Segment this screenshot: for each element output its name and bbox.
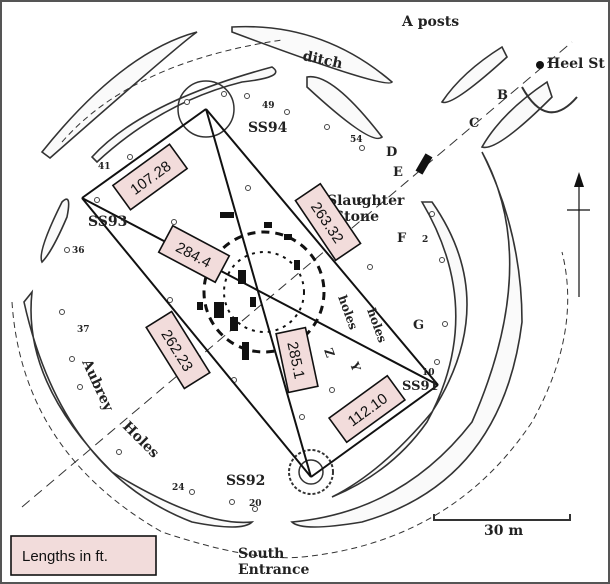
aubrey-holes [59,91,448,512]
axis-line [21,41,573,508]
scale-bar [433,514,571,521]
label-g: G [413,318,424,333]
hole-20: 20 [249,499,262,509]
heel-stone-ditch [521,86,578,114]
label-d: D [386,145,397,160]
hole-2: 2 [422,235,428,245]
label-b: B [497,88,508,103]
earthwork-banks [11,25,569,559]
z-label: Z [321,346,337,359]
y-label: Y [347,359,364,373]
sarsen-stones [197,61,544,360]
measurement-262: 262.23 [145,310,211,390]
aubrey-label: Aubrey [78,356,117,415]
north-arrow-icon [567,172,590,297]
measurement-107: 107.28 [111,143,189,211]
holes-label: Holes [119,419,162,462]
ss93-label: SS93 [88,214,127,230]
ss92-mound [288,449,334,495]
measurement-lines [81,108,439,478]
ss94-label: SS94 [248,120,288,136]
z-holes-ring [223,251,305,333]
scale-bar-label: 30 m [484,523,523,539]
label-f: F [397,231,407,246]
ss92-mound-inner [298,459,324,485]
measurement-284: 284.4 [157,224,231,284]
hole-10: 10 [422,368,435,378]
ss92-label: SS92 [226,473,265,489]
legend-box: Lengths in ft. [10,535,157,576]
a-posts-label: A posts [401,14,459,30]
heel-stone-label: Heel St [547,56,605,72]
y-holes-label: holes [364,306,389,345]
south-label: South [238,546,284,562]
hole-54: 54 [350,135,363,145]
measurement-285: 285.1 [275,326,319,394]
hole-37: 37 [77,325,90,335]
label-e: E [393,165,403,180]
hole-24: 24 [172,483,185,493]
slaughter-stone-label: Slaughter [327,193,405,209]
hole-36: 36 [72,246,85,256]
z-holes-label: holes [335,293,360,332]
legend-text: Lengths in ft. [22,548,108,565]
ss94-mound [177,80,235,138]
measurement-112: 112.10 [327,374,407,444]
hole-49: 49 [262,101,275,111]
entrance-label: Entrance [238,562,309,578]
y-holes-ring [202,230,326,354]
hole-41: 41 [98,162,111,172]
label-c: C [469,116,479,131]
ss91-label: SS91 [402,379,439,394]
